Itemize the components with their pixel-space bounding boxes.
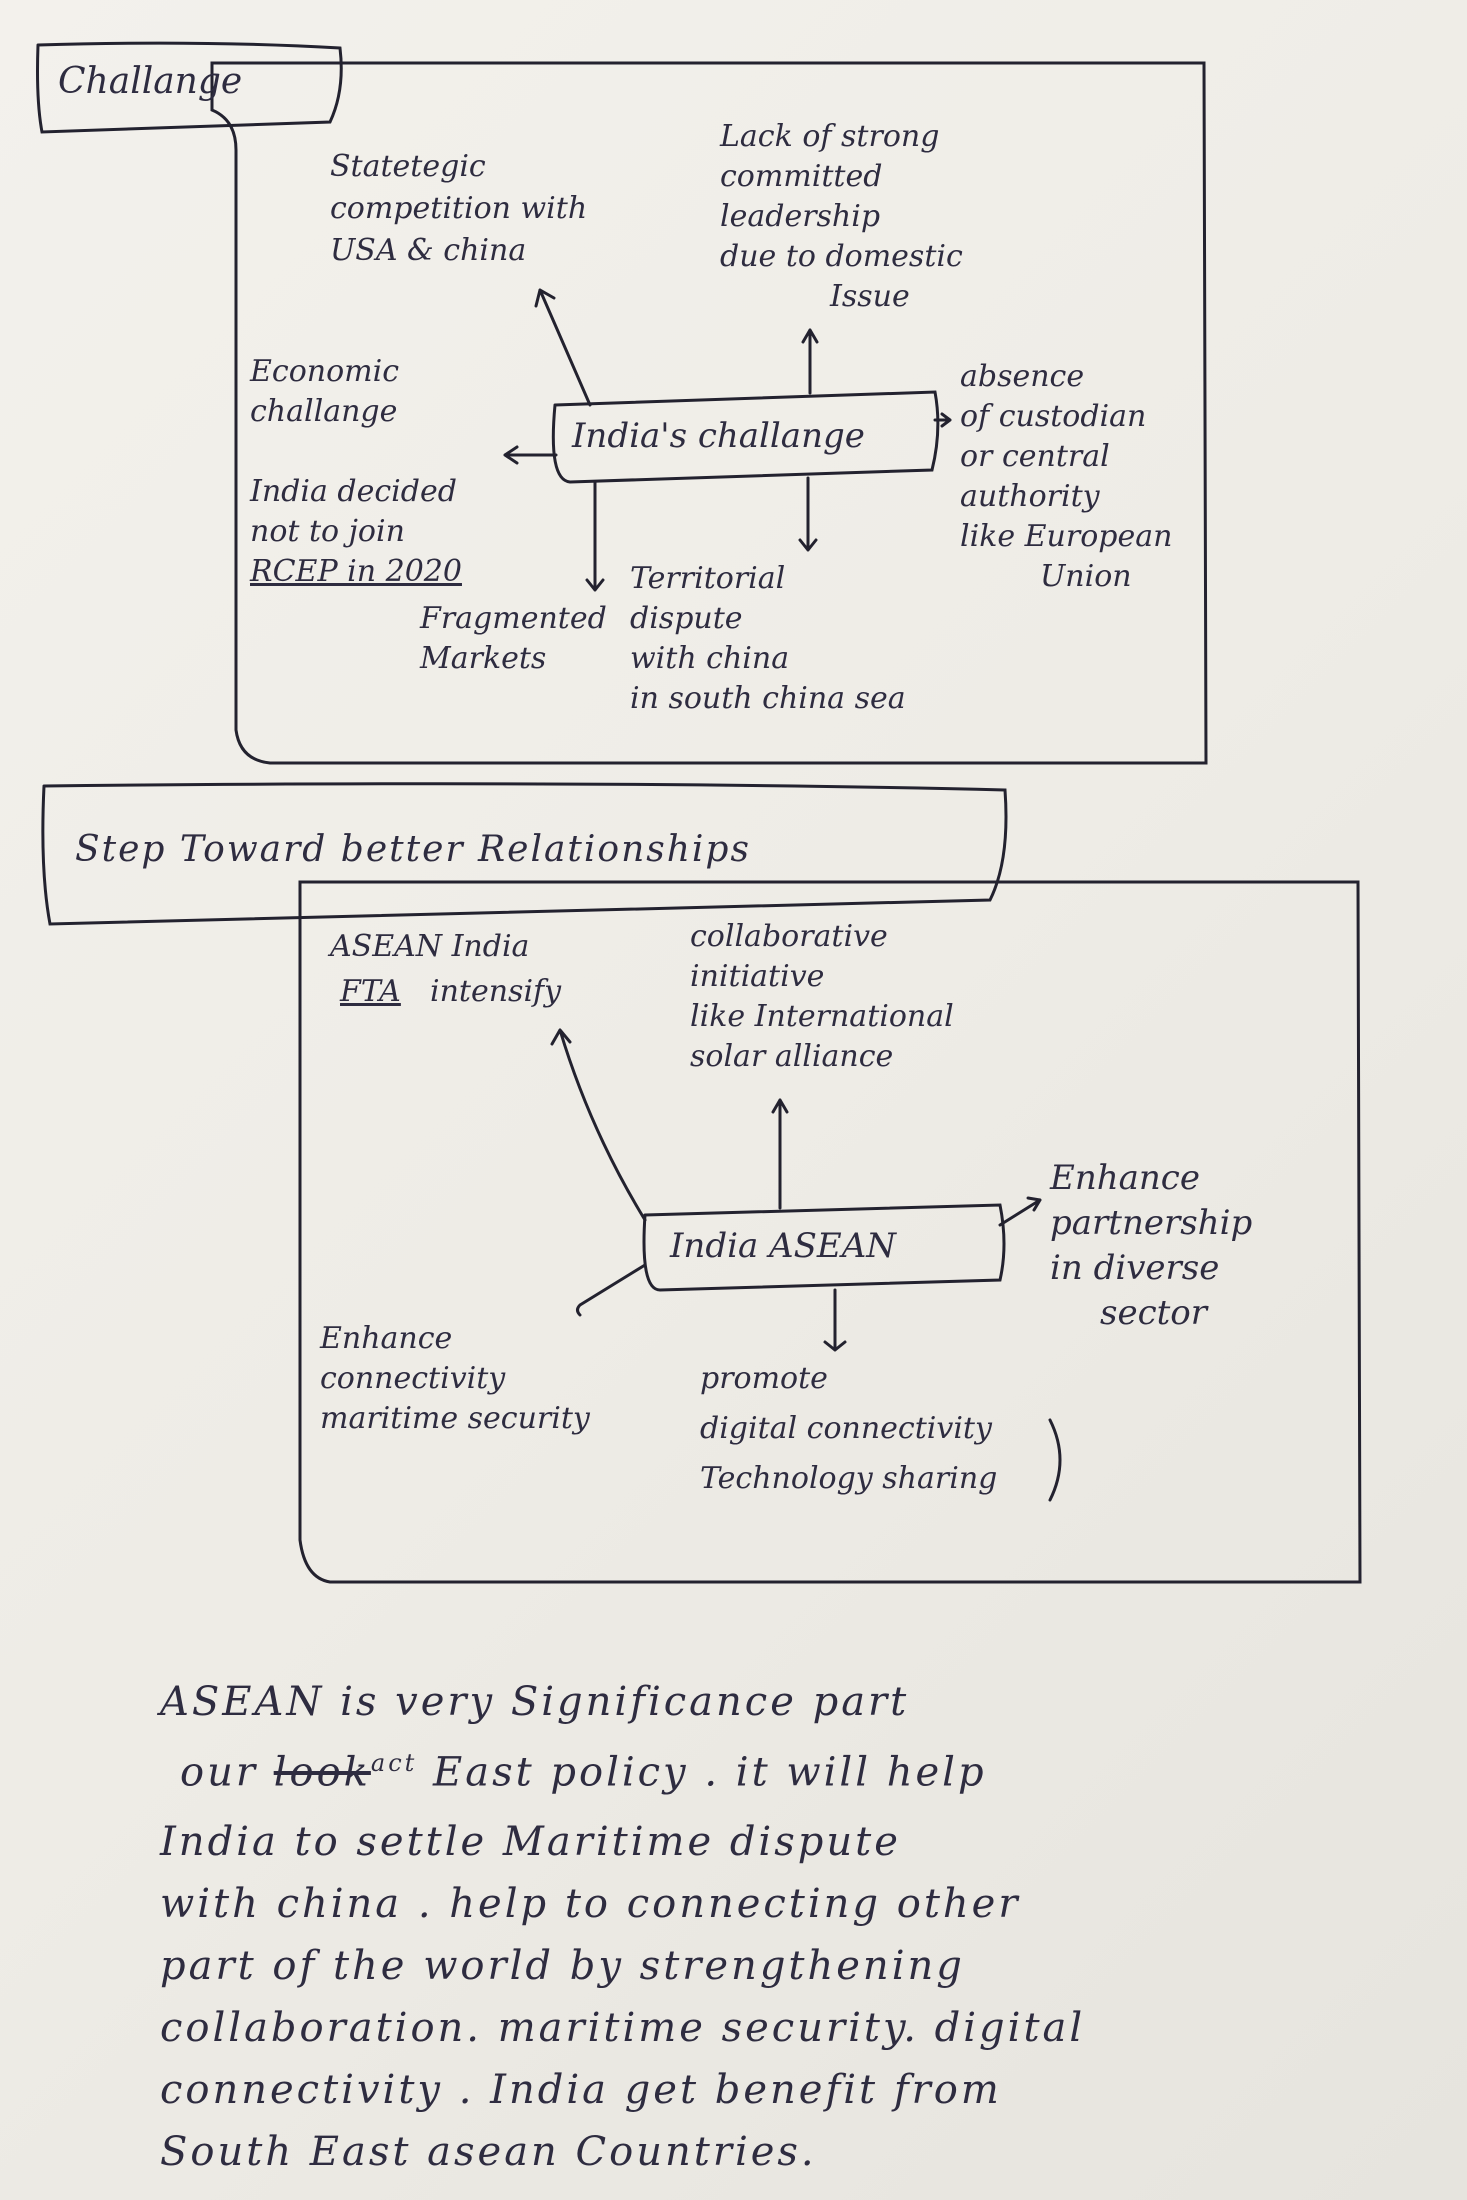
arrow — [998, 1196, 1042, 1227]
paragraph-line: South East asean Countries. — [160, 2129, 817, 2175]
paragraph-word: East policy . it will help — [433, 1749, 987, 1796]
branch-text: connectivity — [320, 1361, 506, 1396]
branch-text: in south china sea — [630, 681, 906, 716]
branch-text: Statetegic — [330, 149, 486, 184]
branch-text: committed — [720, 159, 883, 194]
inserted-word: act — [370, 1749, 418, 1777]
branch-text: Fragmented — [420, 601, 607, 636]
branch-text: Economic — [250, 354, 399, 389]
branch-text: Enhance — [320, 1321, 453, 1356]
paragraph-line: India to settle Maritime dispute — [160, 1819, 901, 1865]
branch-text: in diverse — [1050, 1248, 1220, 1288]
arrow — [585, 480, 605, 592]
arrow — [576, 1263, 647, 1317]
branch-text: leadership — [720, 199, 881, 234]
branch-text: competition with — [330, 191, 588, 226]
branch-text: initiative — [690, 959, 825, 994]
branch-text: Lack of strong — [720, 119, 940, 154]
branch-text: maritime security — [320, 1401, 590, 1436]
challange-frame — [210, 61, 1208, 765]
step-frame — [298, 880, 1362, 1584]
branch-text: due to domestic — [720, 239, 963, 274]
branch-text: Union — [1040, 559, 1132, 594]
arrow — [771, 1098, 789, 1210]
branch-text: solar alliance — [690, 1039, 894, 1074]
paragraph-line: collaboration. maritime security. digita… — [160, 2005, 1086, 2051]
branch-text: Territorial — [630, 561, 786, 596]
challange-heading: Challange — [58, 61, 243, 102]
branch-text: not to join — [250, 514, 405, 549]
paragraph-line: ASEAN is very Significance part — [160, 1679, 910, 1725]
paragraph-word: our — [180, 1749, 258, 1796]
struck-word: look — [273, 1749, 371, 1796]
branch-text: ASEAN India — [330, 929, 530, 964]
branch-text: Issue — [830, 279, 910, 314]
branch-text: India decided — [250, 474, 457, 509]
branch-text: absence — [960, 359, 1085, 394]
arrow — [823, 1288, 847, 1352]
branch-text: authority — [960, 479, 1100, 514]
arrow — [933, 412, 952, 428]
branch-text: dispute — [630, 601, 743, 636]
branch-text: like International — [690, 999, 954, 1034]
branch-text: sector — [1100, 1293, 1207, 1333]
challange-label-box — [36, 41, 343, 134]
branch-text: partnership — [1050, 1203, 1253, 1243]
arrow — [534, 288, 592, 407]
branch-text: or central — [960, 439, 1110, 474]
branch-text: Markets — [420, 641, 547, 676]
center-node-2: India ASEAN — [670, 1226, 897, 1266]
bracket — [1048, 1418, 1062, 1502]
branch-text: challange — [250, 394, 398, 429]
branch-text: digital connectivity — [700, 1411, 992, 1446]
paragraph-line: with china . help to connecting other — [160, 1881, 1021, 1927]
branch-text: collaborative — [690, 919, 888, 954]
arrow — [550, 1028, 647, 1222]
paragraph-line: our lookact East policy . it will help — [180, 1749, 987, 1796]
step-heading: Step Toward better Relationships — [75, 829, 751, 870]
branch-text: USA & china — [330, 233, 527, 268]
arrow — [801, 328, 819, 395]
center-node-1: India's challange — [572, 416, 865, 456]
branch-text: FTA — [340, 974, 401, 1009]
center-box-1 — [551, 390, 940, 484]
branch-text: RCEP in 2020 — [250, 554, 462, 589]
step-label-box — [41, 782, 1008, 926]
branch-text: intensify — [430, 974, 562, 1009]
branch-text: Enhance — [1050, 1158, 1200, 1198]
branch-text: of custodian — [960, 399, 1147, 434]
arrow — [503, 445, 558, 465]
arrow — [798, 476, 818, 552]
branch-text: with china — [630, 641, 790, 676]
branch-text: like European — [960, 519, 1173, 554]
branch-text: promote — [700, 1361, 828, 1396]
branch-text: Technology sharing — [700, 1461, 998, 1496]
paragraph-line: part of the world by strengthening — [160, 1943, 965, 1989]
paragraph-line: connectivity . India get benefit from — [160, 2067, 1002, 2113]
